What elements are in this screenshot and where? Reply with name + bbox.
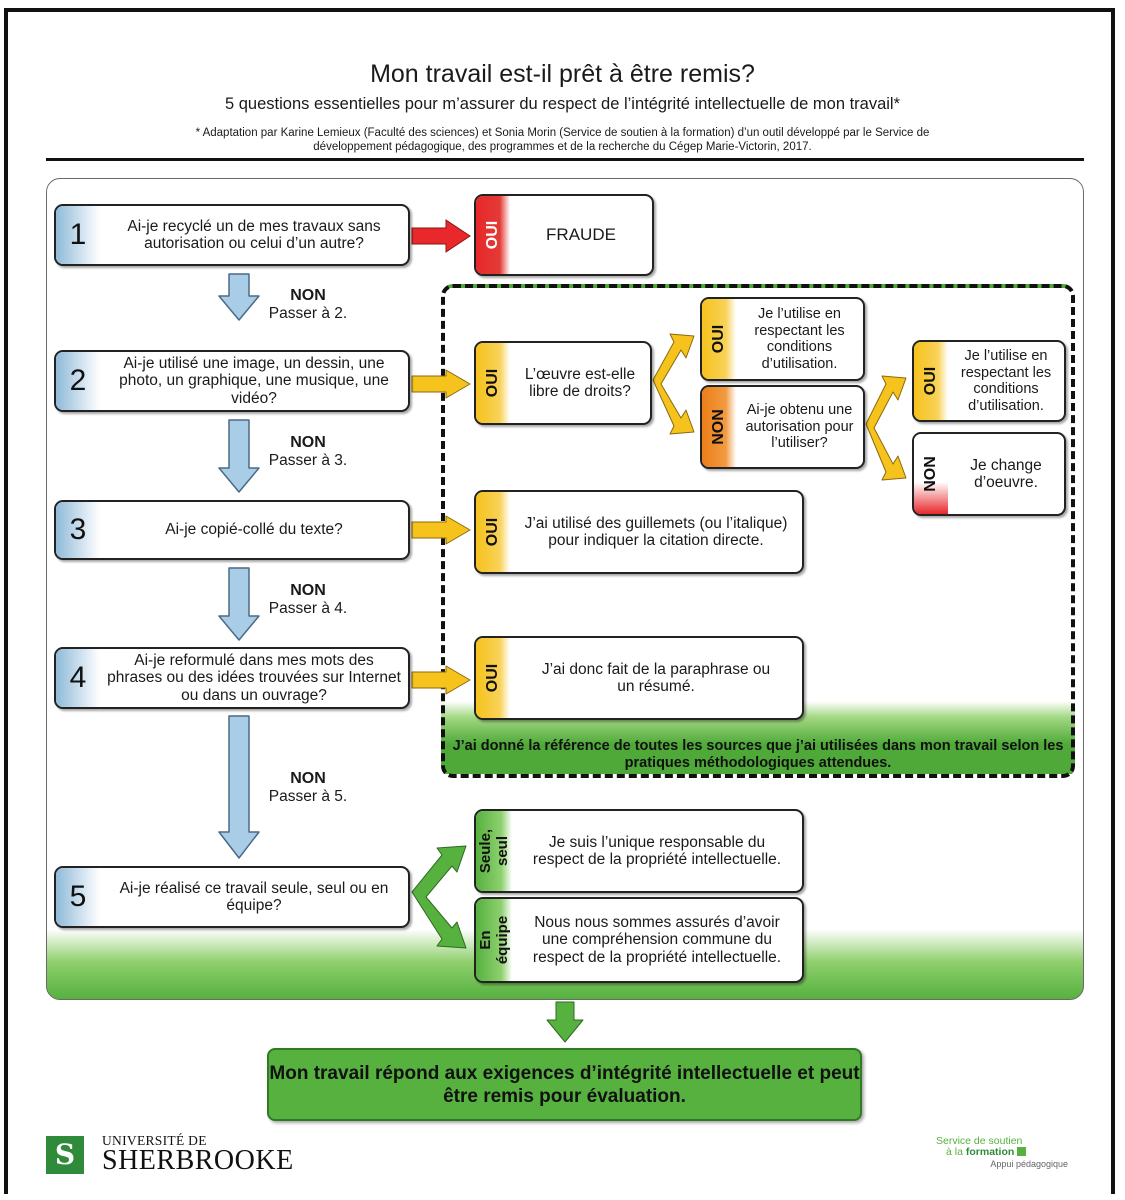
libre-non-tag: NON: [702, 387, 736, 467]
transition-3-4-label: NON: [290, 582, 326, 599]
question-2-box: 2 Ai-je utilisé une image, un dessin, un…: [54, 350, 410, 412]
question-1-text: Ai-je recyclé un de mes travaux sans aut…: [127, 217, 381, 253]
attribution-line-2: développement pédagogique, des programme…: [313, 141, 812, 153]
transition-1-2-label: NON: [290, 287, 326, 304]
service-line-1: Service de soutien: [936, 1135, 1023, 1147]
attribution-line-1: * Adaptation par Karine Lemieux (Faculté…: [195, 127, 930, 139]
question-2-text: Ai-je utilisé une image, un dessin, une …: [119, 354, 389, 407]
auth-non-box: NON Je change d’oeuvre.: [912, 432, 1066, 516]
paraphrase-text: J’ai donc fait de la paraphrase ou un ré…: [541, 660, 771, 696]
transition-4-5-label: NON: [290, 770, 326, 787]
auth-oui-tag: OUI: [914, 342, 948, 420]
transition-1-2-next: Passer à 2.: [268, 305, 348, 322]
seul-box: Seule, seul Je suis l’unique responsable…: [474, 809, 804, 893]
auth-oui-text: Je l’utilise en respectant les condition…: [960, 348, 1052, 414]
libre-oui-text: Je l’utilise en respectant les condition…: [754, 306, 845, 372]
service-logo: Service de soutien à la formation Appui …: [936, 1136, 1076, 1170]
transition-4-5: NON Passer à 5.: [248, 769, 368, 806]
transition-2-3-next: Passer à 3.: [268, 452, 348, 469]
fraude-box: OUI FRAUDE: [474, 194, 654, 276]
auth-non-text: Je change d’oeuvre.: [970, 456, 1042, 492]
auth-oui-box: OUI Je l’utilise en respectant les condi…: [912, 340, 1066, 422]
question-2-number: 2: [56, 352, 100, 410]
guillemets-tag: OUI: [476, 492, 510, 572]
question-1-box: 1 Ai-je recyclé un de mes travaux sans a…: [54, 204, 410, 266]
down-arrow-3-4: [218, 567, 260, 641]
fork-arrow-libre: [652, 333, 695, 435]
yellow-arrow-q3: [411, 515, 471, 545]
reference-note: J’ai donné la référence de toutes les so…: [452, 738, 1064, 771]
page-subtitle: 5 questions essentielles pour m’assurer …: [224, 95, 901, 113]
logo-wordmark: UNIVERSITÉ DE SHERBROOKE: [102, 1134, 294, 1175]
question-5-box: 5 Ai-je réalisé ce travail seule, seul o…: [54, 866, 410, 928]
header-divider: [46, 158, 1084, 161]
transition-4-5-next: Passer à 5.: [268, 788, 348, 805]
down-arrow-4-5: [218, 715, 260, 859]
libre-text: L’œuvre est-elle libre de droits?: [524, 365, 636, 401]
question-4-number: 4: [56, 649, 100, 707]
libre-oui-tag: OUI: [702, 299, 736, 379]
question-3-text: Ai-je copié-collé du texte?: [165, 521, 343, 539]
libre-tag: OUI: [476, 343, 510, 423]
transition-2-3: NON Passer à 3.: [248, 433, 368, 470]
question-1-number: 1: [56, 206, 100, 264]
yellow-arrow-q2: [411, 369, 471, 399]
libre-non-box: NON Ai-je obtenu une autorisation pour l…: [700, 385, 865, 469]
final-conclusion-box: Mon travail répond aux exigences d’intég…: [267, 1048, 862, 1121]
seul-text: Je suis l’unique responsable du respect …: [532, 833, 782, 869]
transition-1-2: NON Passer à 2.: [248, 286, 368, 323]
outer-frame: [4, 8, 1115, 1194]
fraude-tag: OUI: [476, 196, 510, 274]
transition-3-4-next: Passer à 4.: [268, 600, 348, 617]
transition-2-3-label: NON: [290, 434, 326, 451]
paraphrase-tag: OUI: [476, 638, 510, 718]
fork-arrow-auth: [865, 375, 907, 481]
attribution-note: * Adaptation par Karine Lemieux (Faculté…: [0, 126, 1125, 154]
equipe-tag: En équipe: [476, 899, 512, 981]
yellow-arrow-q4: [411, 665, 471, 695]
question-4-text: Ai-je reformulé dans mes mots des phrase…: [107, 651, 401, 704]
transition-3-4: NON Passer à 4.: [248, 581, 368, 618]
logo-line-2: SHERBROOKE: [102, 1145, 294, 1176]
question-5-number: 5: [56, 868, 100, 926]
question-4-box: 4 Ai-je reformulé dans mes mots des phra…: [54, 647, 410, 709]
service-line-3: Appui pédagogique: [990, 1159, 1068, 1169]
down-arrow-final: [546, 1001, 584, 1043]
logo-line-1: UNIVERSITÉ DE: [102, 1133, 207, 1148]
libre-de-droits-box: OUI L’œuvre est-elle libre de droits?: [474, 341, 652, 425]
down-arrow-1-2: [218, 273, 260, 321]
service-line-2: à la formation: [936, 1146, 1076, 1158]
seul-tag: Seule, seul: [476, 811, 512, 891]
fork-arrow-q5: [411, 845, 467, 949]
red-arrow-fraude: [411, 219, 471, 253]
equipe-box: En équipe Nous nous sommes assurés d’avo…: [474, 897, 804, 983]
service-square-icon: [1017, 1146, 1027, 1156]
guillemets-text: J’ai utilisé des guillemets (ou l’italiq…: [524, 514, 788, 550]
logo-mark-icon: S: [46, 1135, 84, 1174]
question-5-text: Ai-je réalisé ce travail seule, seul ou …: [119, 879, 389, 915]
equipe-text: Nous nous sommes assurés d’avoir une com…: [532, 913, 782, 966]
auth-non-tag: NON: [914, 434, 948, 514]
question-3-box: 3 Ai-je copié-collé du texte?: [54, 500, 410, 560]
paraphrase-box: OUI J’ai donc fait de la paraphrase ou u…: [474, 636, 804, 720]
libre-non-text: Ai-je obtenu une autorisation pour l’uti…: [745, 402, 854, 452]
libre-oui-box: OUI Je l’utilise en respectant les condi…: [700, 297, 865, 381]
fraude-text: FRAUDE: [546, 225, 616, 245]
universite-logo: S UNIVERSITÉ DE SHERBROOKE: [46, 1134, 294, 1175]
question-3-number: 3: [56, 502, 100, 558]
down-arrow-2-3: [218, 419, 260, 493]
guillemets-box: OUI J’ai utilisé des guillemets (ou l’it…: [474, 490, 804, 574]
page-title: Mon travail est-il prêt à être remis?: [370, 60, 755, 88]
